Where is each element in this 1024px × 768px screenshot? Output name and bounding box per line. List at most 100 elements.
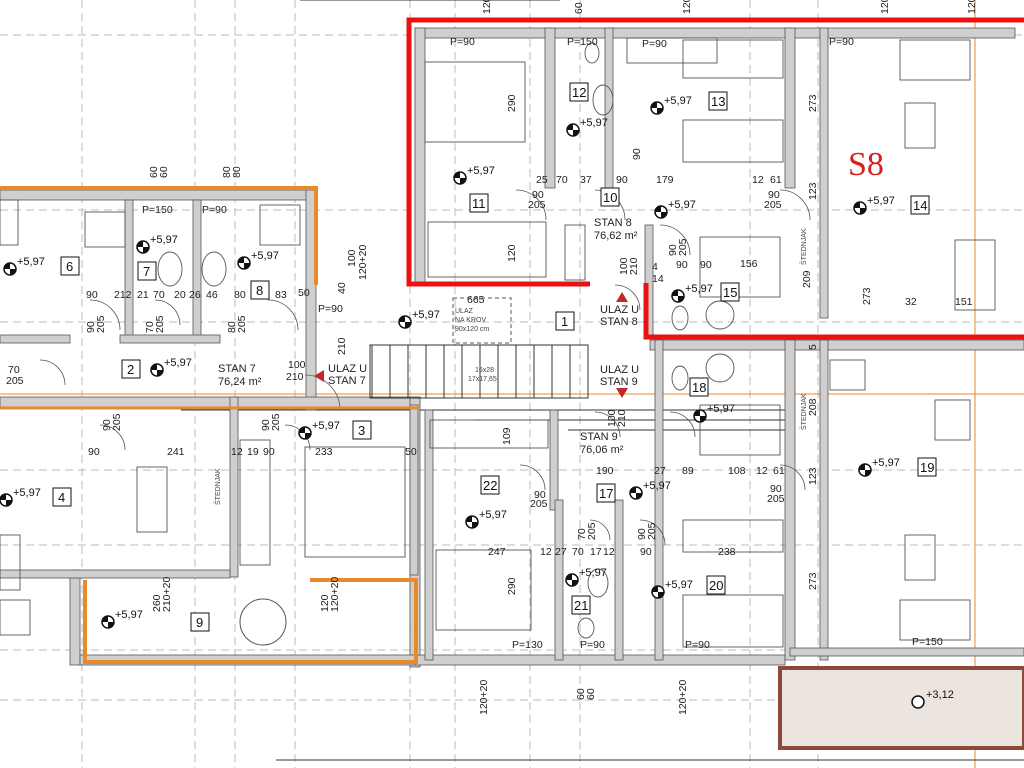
dimension-label: 108 (728, 465, 746, 477)
room-number: 6 (66, 259, 73, 274)
dimension-label: 233 (315, 446, 333, 458)
room-number: 4 (58, 490, 65, 505)
furniture-item (699, 404, 781, 456)
dimension-label: 17 (590, 546, 602, 558)
room-number: 8 (256, 283, 263, 298)
dimension-label: 90 (768, 189, 780, 201)
level-label: +5,97 (150, 234, 178, 246)
room-number-box (917, 457, 937, 477)
entrance-arrow-icon (616, 292, 628, 302)
room-number-box (190, 612, 210, 632)
room-number: 22 (483, 478, 497, 493)
dimension-label: 27 (555, 546, 567, 558)
dimension-label: 90 (700, 259, 712, 271)
dimension-label: 83 (275, 289, 287, 301)
room-number: 13 (711, 94, 725, 109)
dimension-label: 90 (85, 321, 97, 333)
furniture-item (682, 594, 784, 648)
dimension-label: 209 (801, 270, 813, 288)
furniture-item (136, 466, 168, 533)
entrance-arrow-icon (314, 370, 324, 382)
door-swing (39, 359, 66, 386)
room-number: 2 (127, 362, 134, 377)
dimension-label: 90 (770, 483, 782, 495)
door-swing (639, 519, 666, 546)
wall (819, 27, 829, 319)
walls (0, 27, 1024, 668)
wall (649, 339, 1024, 351)
dimension-label: 238 (718, 546, 736, 558)
apartment-outlines (0, 17, 1024, 750)
apartment-area: 76,62 m² (594, 230, 638, 242)
level-marker-icon (652, 586, 664, 598)
door-swing (515, 189, 547, 221)
roof-hatch (452, 297, 512, 344)
unit-label: S8 (848, 146, 884, 183)
dimension-label: 260 (151, 594, 163, 612)
wall (424, 409, 434, 661)
dimension-label: 12 (231, 446, 243, 458)
parapet-label: P=90 (829, 36, 854, 48)
door-swing (89, 299, 121, 331)
sanitary-fixture (584, 42, 600, 64)
furniture-item (934, 399, 971, 441)
wall (614, 499, 624, 661)
dimension-label: 5 (807, 344, 819, 350)
furniture-item (829, 359, 866, 391)
dimension-label: 89 (682, 465, 694, 477)
wall (0, 569, 231, 579)
furniture-item (899, 39, 971, 81)
dimension-label: 205 (677, 238, 689, 256)
dimension-label: 273 (807, 94, 819, 112)
furniture-item (954, 239, 996, 311)
dimension-label: 90 (86, 289, 98, 301)
dimension-label: 90 (676, 259, 688, 271)
dimension-label: 80 (231, 166, 243, 178)
room-number: 14 (913, 198, 927, 213)
dimension-label: 70 (153, 289, 165, 301)
door-swing (267, 299, 299, 331)
dimension-label: 120 (506, 244, 518, 262)
dimension-label: 37 (580, 174, 592, 186)
dimension-label: 70 (576, 528, 588, 540)
room-number-box (689, 377, 709, 397)
dimension-label: 205 (95, 315, 107, 333)
furniture-item (239, 439, 271, 566)
dimension-label: 90 (88, 446, 100, 458)
room-number-box (137, 261, 157, 281)
sanitary-fixture (157, 251, 183, 287)
furniture-item (0, 199, 19, 246)
level-marker-icon (655, 206, 667, 218)
level-label: +5,97 (643, 480, 671, 492)
furniture-item (429, 419, 549, 449)
wall (69, 569, 81, 666)
dimension-label: 120 (879, 0, 891, 14)
furniture-item (84, 211, 126, 248)
furniture-item (435, 549, 532, 631)
dimension-label: 90 (260, 419, 272, 431)
dimension-label: 273 (861, 287, 873, 305)
dimension-label: 205 (111, 413, 123, 431)
door-swing (779, 464, 806, 491)
room-number-box (469, 193, 489, 213)
room-number: 11 (472, 196, 486, 211)
dimension-label: 90 (534, 489, 546, 501)
level-label: +5,97 (579, 567, 607, 579)
level-marker-icon (911, 695, 925, 709)
dimension-label: 12 (752, 174, 764, 186)
dimension-label: 80 (234, 289, 246, 301)
level-marker-icon (566, 574, 578, 586)
wall (784, 27, 796, 189)
room-number: 3 (358, 423, 365, 438)
door-swing (589, 519, 611, 541)
dimension-label: 156 (740, 258, 758, 270)
apartment-7-outline (0, 186, 318, 285)
room-number: 9 (196, 615, 203, 630)
wall (0, 396, 421, 408)
room-number: 1 (561, 314, 568, 329)
door-swing (99, 424, 126, 451)
door-swing (304, 374, 341, 411)
level-label: +5,97 (13, 487, 41, 499)
furniture-item (682, 39, 784, 79)
